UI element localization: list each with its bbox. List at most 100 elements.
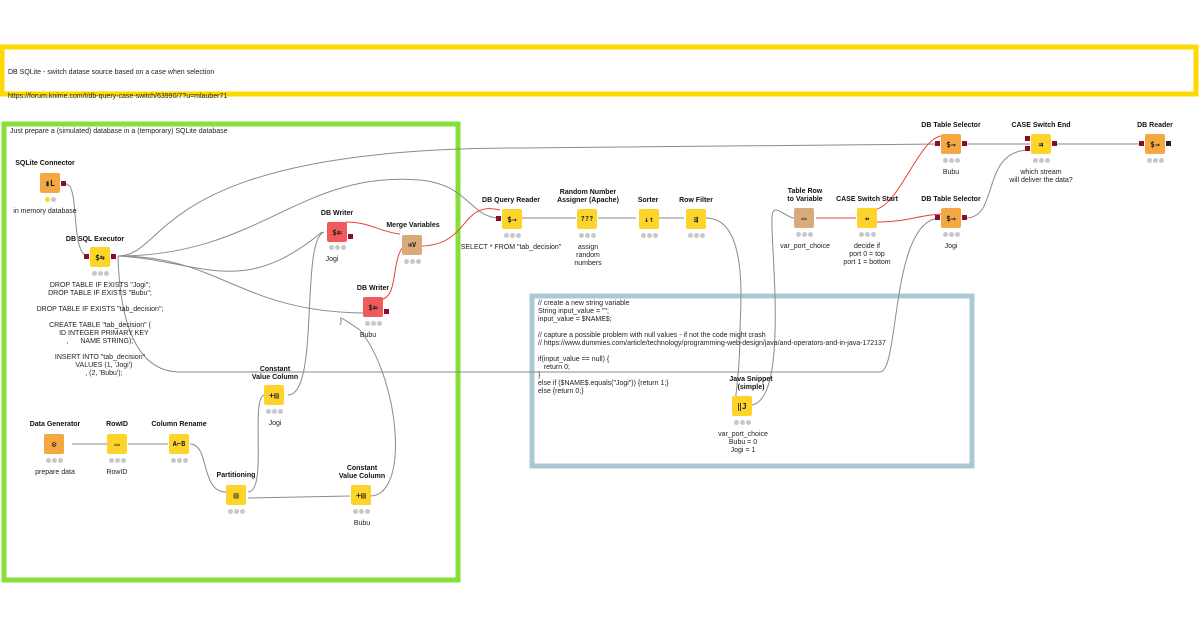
db-port-out[interactable] (1052, 141, 1057, 146)
node-title: DB Table Selector (921, 122, 981, 129)
node-db-writer-bubu[interactable]: DB Writer $⇇ Bubu (338, 285, 408, 355)
node-title: Random Number Assigner (Apache) (557, 189, 619, 204)
node-title: DB SQL Executor (65, 236, 125, 243)
node-comment: var_port_choice Bubu = 0 Jogi = 1 (718, 431, 768, 454)
status-indicator (857, 232, 877, 238)
sorter-icon: ↓↑ (639, 209, 659, 229)
node-column-rename[interactable]: Column Rename A⌐B (144, 421, 214, 491)
annotation-green: Just prepare a (simulated) database in a… (6, 126, 456, 138)
node-case-switch-start[interactable]: CASE Switch Start ⇸ decide if port 0 = t… (832, 196, 902, 266)
db-writer-icon: $⇇ (327, 222, 347, 242)
constant-value-column-icon: +▤ (351, 485, 371, 505)
node-comment: Jogi (325, 256, 339, 263)
port-out[interactable] (1166, 141, 1171, 146)
node-constant-value-column-bubu[interactable]: Constant Value Column +▤ Bubu (327, 465, 397, 535)
db-port-out[interactable] (962, 141, 967, 146)
db-sql-executor-icon: $⇆ (90, 247, 110, 267)
node-comment: prepare data (35, 469, 75, 476)
db-port-in[interactable] (84, 254, 89, 259)
node-title: Column Rename (151, 421, 207, 428)
annotation-top-box (0, 44, 1199, 97)
annotation-java: // create a new string variable String i… (534, 298, 970, 408)
node-comment: Bubu (353, 520, 371, 527)
node-rowid[interactable]: RowID ▭ RowID (82, 421, 152, 491)
node-db-writer-jogi[interactable]: DB Writer $⇇ Jogi (302, 210, 372, 280)
random-number-icon: ??? (577, 209, 597, 229)
node-db-sql-executor[interactable]: DB SQL Executor $⇆ DROP TABLE IF EXISTS … (37, 236, 164, 377)
node-title: Data Generator (29, 421, 81, 428)
status-indicator (794, 232, 814, 238)
db-port-in[interactable] (496, 216, 501, 221)
node-comment: Jogi (268, 420, 282, 427)
node-java-snippet[interactable]: Java Snippet (simple) ‖J var_port_choice… (716, 376, 786, 454)
node-title: Merge Variables (386, 222, 440, 229)
node-db-query-reader[interactable]: DB Query Reader $→ SELECT * FROM "tab_de… (461, 197, 562, 267)
node-title: Constant Value Column (338, 465, 386, 480)
db-port-out[interactable] (61, 181, 66, 186)
node-title: DB Writer (320, 210, 354, 217)
node-db-table-selector-bubu[interactable]: DB Table Selector $→ Bubu (916, 122, 986, 192)
node-random-number-assigner[interactable]: Random Number Assigner (Apache) ??? assi… (553, 189, 623, 267)
node-row-filter[interactable]: Row Filter ⇶ (661, 197, 731, 267)
db-port-in[interactable] (935, 215, 940, 220)
status-indicator (502, 233, 522, 239)
node-data-generator[interactable]: Data Generator ⊙ prepare data (20, 421, 90, 491)
annotation-green-text: Just prepare a (simulated) database in a… (10, 128, 228, 135)
status-indicator (941, 232, 961, 238)
db-port-in[interactable] (935, 141, 940, 146)
constant-value-column-icon: +▤ (264, 385, 284, 405)
db-port-out[interactable] (111, 254, 116, 259)
annotation-top: DB SQLite - switch datase source based o… (4, 49, 1194, 100)
node-case-switch-end[interactable]: CASE Switch End ⇉ which stream will deli… (1006, 122, 1076, 192)
node-title: Java Snippet (simple) (729, 376, 773, 391)
case-switch-end-icon: ⇉ (1031, 134, 1051, 154)
node-title: SQLite Connector (15, 160, 75, 167)
node-comment: var_port_choice (780, 243, 830, 250)
node-sorter[interactable]: Sorter ↓↑ (613, 197, 683, 267)
node-title: CASE Switch Start (836, 196, 898, 203)
annotation-green-box (1, 121, 461, 583)
db-reader-icon: $→ (1145, 134, 1165, 154)
node-comment: which stream will deliver the data? (1009, 169, 1073, 184)
node-merge-variables[interactable]: Merge Variables ⇉V (378, 222, 448, 292)
node-comment: assign random numbers (574, 244, 602, 267)
merge-variables-icon: ⇉V (402, 235, 422, 255)
db-port-out[interactable] (348, 234, 353, 239)
annotation-top-line1: DB SQLite - switch datase source based o… (8, 69, 215, 76)
rowid-icon: ▭ (107, 434, 127, 454)
node-title: CASE Switch End (1011, 122, 1071, 129)
node-partitioning[interactable]: Partitioning ▤ (201, 472, 271, 542)
status-indicator (1145, 158, 1165, 164)
node-title: Constant Value Column (251, 366, 299, 381)
status-indicator (226, 509, 246, 515)
db-port-out[interactable] (384, 309, 389, 314)
case-switch-start-icon: ⇸ (857, 208, 877, 228)
node-title: Row Filter (679, 197, 713, 204)
node-comment: Bubu (942, 169, 960, 176)
node-db-table-selector-jogi[interactable]: DB Table Selector $→ Jogi (916, 196, 986, 266)
node-sqlite-connector[interactable]: SQLite Connector ▮L in memory database (10, 160, 80, 230)
status-indicator (402, 259, 422, 265)
status-indicator (90, 271, 110, 277)
node-title: DB Writer (356, 285, 390, 292)
status-indicator (1031, 158, 1051, 164)
db-port-in[interactable] (1025, 146, 1030, 151)
status-indicator (107, 458, 127, 464)
node-comment: Jogi (944, 243, 958, 250)
node-comment: in memory database (13, 208, 77, 215)
node-title: DB Table Selector (921, 196, 981, 203)
db-port-in[interactable] (1025, 136, 1030, 141)
node-comment: RowID (106, 469, 128, 476)
status-indicator (732, 420, 752, 426)
node-constant-value-column-jogi[interactable]: Constant Value Column +▤ Jogi (240, 366, 310, 436)
node-comment: DROP TABLE IF EXISTS "Jogi"; DROP TABLE … (36, 282, 164, 377)
node-title: RowID (106, 421, 128, 428)
db-port-out[interactable] (962, 215, 967, 220)
node-table-row-to-variable[interactable]: Table Row to Variable ▭ var_port_choice (770, 188, 840, 258)
table-row-to-variable-icon: ▭ (794, 208, 814, 228)
db-port-in[interactable] (1139, 141, 1144, 146)
db-writer-icon: $⇇ (363, 297, 383, 317)
node-title: Table Row to Variable (787, 188, 823, 203)
status-indicator (686, 233, 706, 239)
node-db-reader[interactable]: DB Reader $→ (1120, 122, 1190, 192)
